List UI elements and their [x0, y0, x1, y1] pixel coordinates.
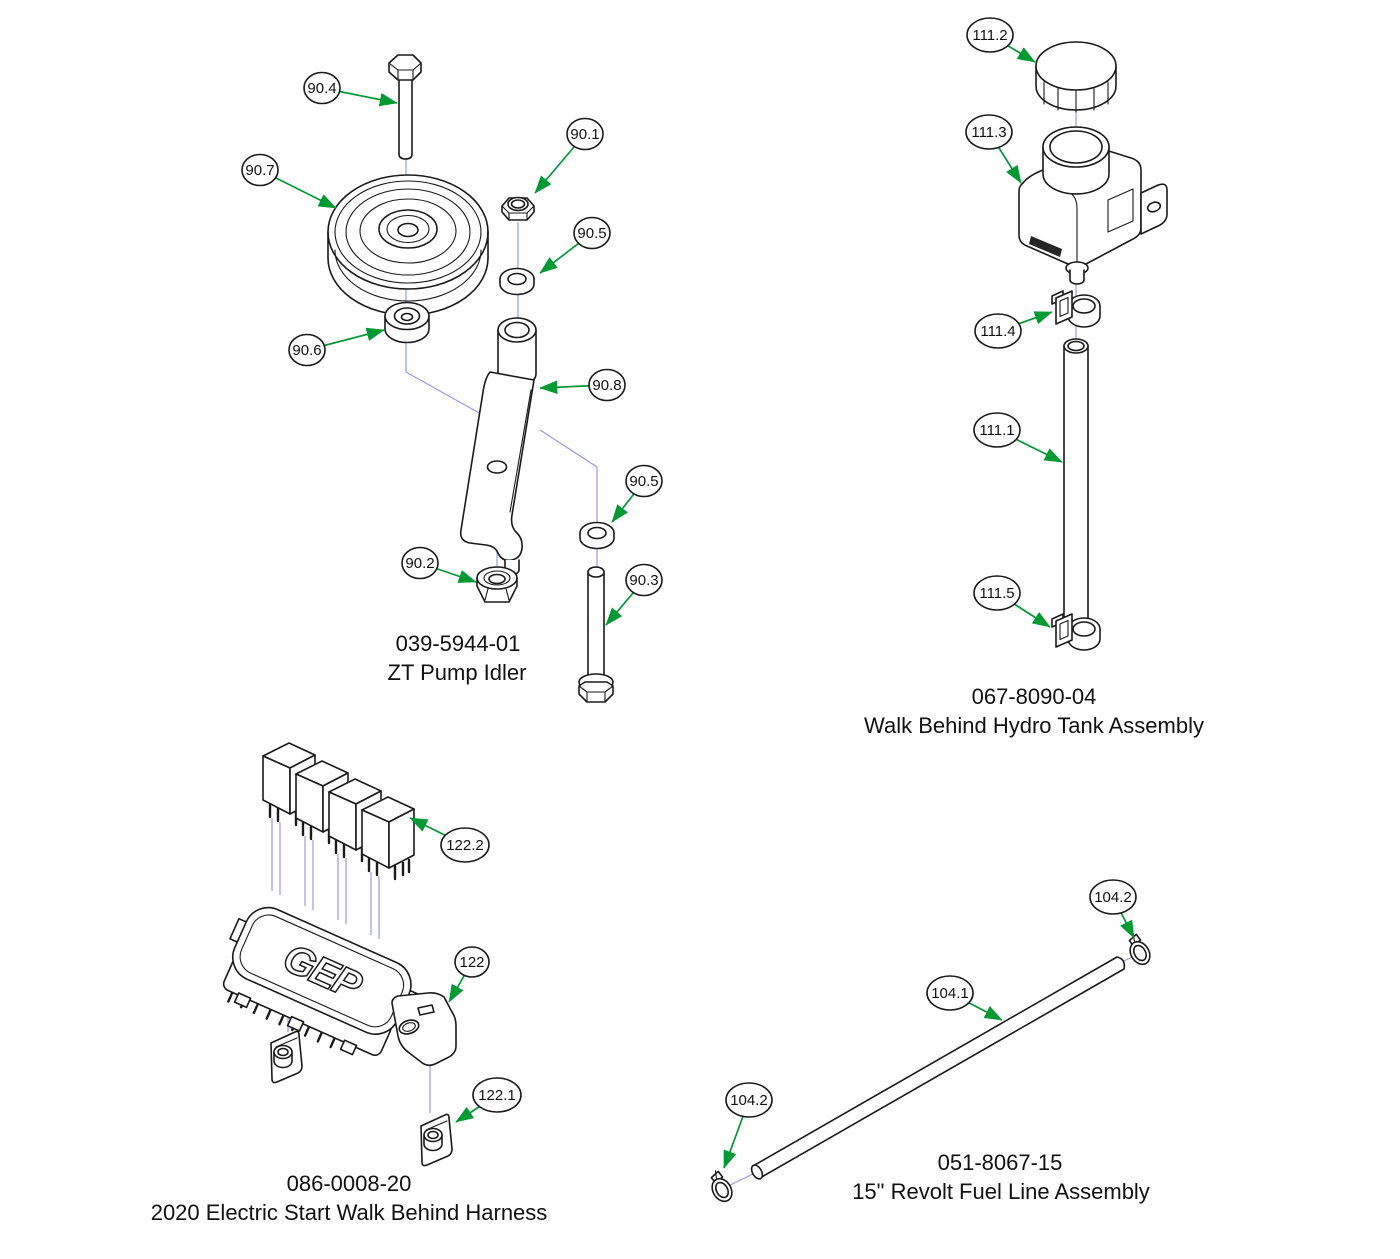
shoulder-bolt-drawing — [578, 566, 614, 703]
svg-text:111.5: 111.5 — [979, 585, 1014, 602]
callout-90-7[interactable]: 90.7 — [241, 153, 337, 209]
part-number: 039-5944-01 — [396, 631, 521, 656]
fuse-box-drawing: GEP — [222, 906, 419, 1057]
fuel-clamp-lower — [703, 1167, 737, 1206]
callout-104-1[interactable]: 104.1 — [926, 975, 1003, 1021]
part-number: 086-0008-20 — [287, 1171, 412, 1196]
part-name: 15" Revolt Fuel Line Assembly — [852, 1179, 1150, 1204]
callout-90-5-a[interactable]: 90.5 — [539, 216, 611, 274]
callout-111-2[interactable]: 111.2 — [966, 17, 1036, 63]
assembly-zt-pump-idler: 90.4 90.7 90.1 90.5 90.6 90.8 — [241, 54, 663, 703]
callout-111-3[interactable]: 111.3 — [965, 114, 1022, 184]
svg-text:122.1: 122.1 — [478, 1087, 516, 1104]
part-name: ZT Pump Idler — [388, 660, 527, 685]
tank-body-drawing — [1018, 126, 1168, 285]
callout-90-1[interactable]: 90.1 — [534, 117, 604, 194]
spacer-drawing — [384, 301, 430, 344]
callout-90-2[interactable]: 90.2 — [401, 546, 477, 583]
part-name: Walk Behind Hydro Tank Assembly — [864, 713, 1204, 738]
assembly-hydro-tank: 111.2 111.3 111.4 111.1 111.5 067-8090-0… — [864, 17, 1204, 738]
callout-122-1[interactable]: 122.1 — [455, 1077, 522, 1123]
svg-text:122.2: 122.2 — [446, 837, 484, 854]
washer-top — [499, 267, 535, 296]
svg-text:90.5: 90.5 — [577, 225, 606, 242]
callout-90-6[interactable]: 90.6 — [288, 327, 385, 367]
assembly-fuel-line: 104.2 104.1 104.2 051-8067-15 15" Revolt… — [703, 879, 1155, 1206]
svg-text:104.2: 104.2 — [1094, 889, 1132, 906]
hydro-hose-drawing — [1063, 338, 1089, 626]
callout-90-8[interactable]: 90.8 — [539, 368, 626, 402]
part-number: 067-8090-04 — [972, 684, 1097, 709]
svg-text:122: 122 — [459, 954, 484, 971]
callout-122-2[interactable]: 122.2 — [409, 817, 490, 863]
svg-text:111.3: 111.3 — [971, 124, 1006, 141]
svg-text:111.4: 111.4 — [980, 323, 1015, 340]
svg-text:90.1: 90.1 — [570, 126, 599, 143]
svg-text:90.3: 90.3 — [629, 572, 658, 589]
svg-text:111.1: 111.1 — [979, 422, 1014, 439]
hose-clamp-lower — [1051, 613, 1101, 651]
svg-text:90.7: 90.7 — [245, 162, 274, 179]
callout-111-5[interactable]: 111.5 — [973, 575, 1051, 628]
idler-bolt-drawing — [388, 54, 422, 160]
callout-90-3[interactable]: 90.3 — [605, 563, 663, 626]
idler-pulley-drawing — [327, 174, 489, 316]
part-number: 051-8067-15 — [938, 1150, 1063, 1175]
fuel-hose-drawing — [750, 956, 1126, 1180]
svg-text:90.6: 90.6 — [292, 342, 321, 359]
flange-nut-drawing — [476, 566, 518, 603]
part-name: 2020 Electric Start Walk Behind Harness — [151, 1200, 548, 1225]
svg-text:111.2: 111.2 — [972, 27, 1007, 44]
assembly-electric-start-harness: GEP 122.2 122 122.1 086-0008-20 2020 Ele… — [151, 741, 548, 1225]
callout-90-5-b[interactable]: 90.5 — [611, 464, 663, 523]
callout-111-4[interactable]: 111.4 — [974, 311, 1053, 349]
fuel-clamp-upper — [1121, 930, 1155, 969]
svg-text:90.4: 90.4 — [307, 80, 336, 97]
locknut-drawing — [501, 196, 535, 221]
clip-nut-left — [270, 1030, 303, 1084]
callout-111-1[interactable]: 111.1 — [973, 412, 1063, 463]
callout-104-2-b[interactable]: 104.2 — [723, 1082, 773, 1169]
mounting-bracket-drawing — [391, 992, 457, 1067]
svg-text:104.2: 104.2 — [730, 1092, 768, 1109]
callout-90-4[interactable]: 90.4 — [303, 71, 398, 107]
relay-4 — [360, 795, 416, 881]
svg-text:104.1: 104.1 — [931, 985, 969, 1002]
clip-nut-right — [420, 1113, 453, 1167]
callout-122[interactable]: 122 — [448, 946, 490, 1003]
washer-bottom — [579, 521, 615, 550]
idler-arm-drawing — [459, 317, 537, 576]
callout-104-2-a[interactable]: 104.2 — [1089, 879, 1137, 939]
svg-text:90.5: 90.5 — [629, 473, 658, 490]
hose-clamp-upper — [1051, 290, 1101, 328]
svg-text:90.2: 90.2 — [405, 555, 434, 572]
svg-text:90.8: 90.8 — [592, 377, 621, 394]
tank-cap-drawing — [1035, 41, 1117, 113]
